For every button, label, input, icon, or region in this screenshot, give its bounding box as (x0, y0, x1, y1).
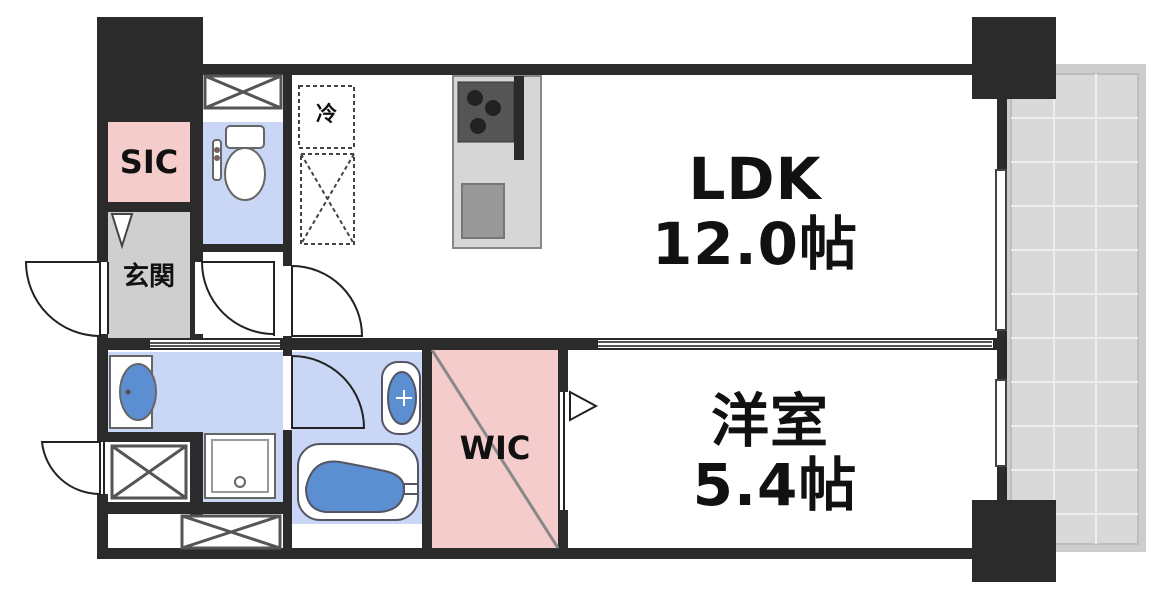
fridge-area (298, 85, 355, 245)
door-swings (24, 261, 599, 510)
ldk-size: 12.0帖 (651, 210, 859, 278)
balcony (1003, 64, 1146, 552)
washbasin (109, 355, 157, 429)
western-room-size: 5.4帖 (692, 451, 858, 519)
sic-door-mark (110, 213, 134, 250)
sic-label: SIC (119, 143, 179, 181)
entrance-label: 玄関 (122, 262, 175, 292)
kitchen-counter (452, 75, 542, 249)
fridge-label: 冷 (316, 102, 337, 126)
western-room-name: 洋室 (710, 387, 829, 455)
ldk-floor (290, 75, 1000, 343)
washer-pan (204, 433, 276, 499)
windows (995, 169, 1007, 467)
wic-label: WIC (459, 429, 531, 467)
western-floor (566, 350, 1000, 548)
toilet (212, 125, 266, 201)
pipe-shafts (110, 74, 283, 550)
bath-fixtures (297, 361, 421, 521)
ldk-name: LDK (688, 145, 822, 213)
wic-diagonal (430, 349, 560, 549)
sic-floor (108, 122, 190, 202)
